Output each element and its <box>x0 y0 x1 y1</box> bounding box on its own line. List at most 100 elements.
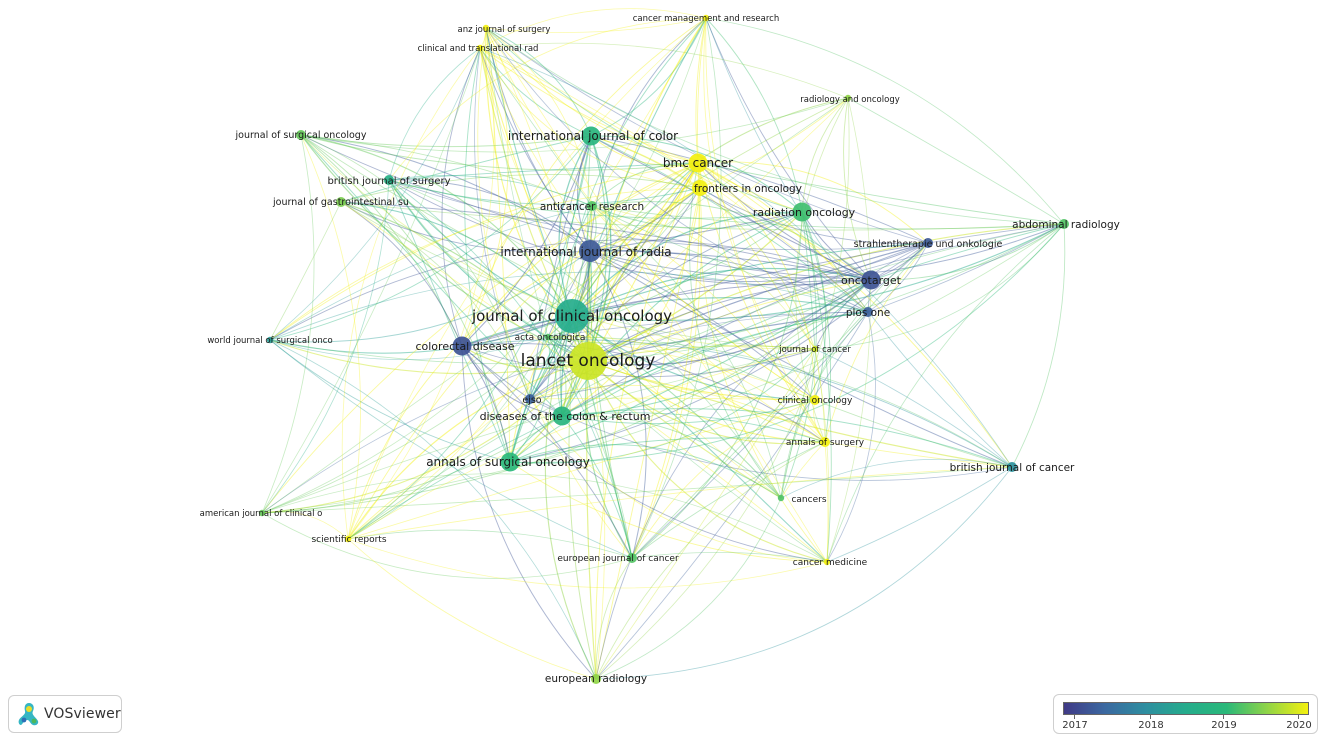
label-british-journal-of-cancer[interactable]: british journal of cancer <box>950 462 1075 474</box>
label-journal-of-surgical-oncology[interactable]: journal of surgical oncology <box>235 130 367 141</box>
label-clinical-and-translational-rad[interactable]: clinical and translational rad <box>418 44 539 54</box>
node-ejso[interactable] <box>525 394 535 404</box>
node-cancer-medicine[interactable] <box>823 558 831 566</box>
node-journal-of-surgical-oncology[interactable] <box>296 130 306 140</box>
label-radiology-and-oncology[interactable]: radiology and oncology <box>800 95 900 105</box>
edge-international-journal-of-radia-british-journal-of-cancer <box>589 250 1013 468</box>
node-annals-of-surgery[interactable] <box>820 437 830 447</box>
node-british-journal-of-surgery[interactable] <box>384 175 394 185</box>
edge-anz-journal-of-surgery-colorectal-disease <box>461 27 509 347</box>
label-plos-one[interactable]: plos one <box>846 307 890 319</box>
edge-cancer-management-and-research-british-journal-of-surgery <box>388 17 707 181</box>
edge-plos-one-american-journal-of-clinical-o <box>261 311 869 514</box>
node-american-journal-of-clinical-o[interactable] <box>258 509 266 517</box>
label-diseases-of-the-colon-rectum[interactable]: diseases of the colon & rectum <box>480 410 651 423</box>
node-world-journal-of-surgical-onco[interactable] <box>266 336 274 344</box>
edge-plos-one-strahlentherapie-und-onkologie <box>867 242 929 313</box>
edge-anz-journal-of-surgery-cancer-medicine <box>485 27 828 563</box>
edge-lancet-oncology-oncotarget <box>587 279 872 366</box>
edge-oncotarget-colorectal-disease <box>461 279 872 347</box>
label-international-journal-of-radia[interactable]: international journal of radia <box>500 245 671 259</box>
label-anticancer-research[interactable]: anticancer research <box>540 201 644 213</box>
node-european-radiology[interactable] <box>591 674 601 684</box>
label-annals-of-surgery[interactable]: annals of surgery <box>786 438 865 448</box>
edge-cancer-management-and-research-colorectal-disease <box>461 17 707 347</box>
node-lancet-oncology[interactable] <box>569 342 607 380</box>
edge-frontiers-in-oncology-diseases-of-the-colon-rectum <box>561 187 701 417</box>
label-annals-of-surgical-oncology[interactable]: annals of surgical oncology <box>426 455 590 469</box>
label-journal-of-clinical-oncology[interactable]: journal of clinical oncology <box>471 307 672 325</box>
edge-plos-one-world-journal-of-surgical-onco <box>269 271 869 341</box>
label-anz-journal-of-surgery[interactable]: anz journal of surgery <box>458 25 551 35</box>
label-journal-of-gastrointestinal-su[interactable]: journal of gastrointestinal su <box>272 197 409 208</box>
label-acta-oncologica[interactable]: acta oncologica <box>515 333 586 343</box>
edge-cancers-british-journal-of-cancer <box>780 458 1013 499</box>
node-anz-journal-of-surgery[interactable] <box>482 24 490 32</box>
edge-scientific-reports-european-radiology <box>347 538 597 680</box>
node-annals-of-surgical-oncology[interactable] <box>500 452 520 472</box>
node-anticancer-research[interactable] <box>587 201 597 211</box>
label-radiation-oncology[interactable]: radiation oncology <box>753 206 856 219</box>
node-clinical-oncology[interactable] <box>810 395 820 405</box>
label-cancer-management-and-research[interactable]: cancer management and research <box>633 14 779 24</box>
edge-international-journal-of-color-plos-one <box>590 135 869 313</box>
label-british-journal-of-surgery[interactable]: british journal of surgery <box>327 176 450 187</box>
edge-international-journal-of-radia-oncotarget <box>589 250 872 281</box>
edge-journal-of-surgical-oncology-journal-of-cancer <box>300 134 816 350</box>
edge-clinical-and-translational-rad-annals-of-surgery <box>479 47 826 443</box>
edge-lancet-oncology-frontiers-in-oncology <box>587 187 701 362</box>
node-international-journal-of-radia[interactable] <box>579 240 601 262</box>
node-cancers[interactable] <box>777 494 785 502</box>
label-ejso[interactable]: ejso <box>522 395 541 406</box>
edge-anticancer-research-scientific-reports <box>347 205 593 540</box>
label-frontiers-in-oncology[interactable]: frontiers in oncology <box>694 183 802 195</box>
edge-radiation-oncology-annals-of-surgery <box>801 211 832 443</box>
node-clinical-and-translational-rad[interactable] <box>476 44 484 52</box>
node-plos-one[interactable] <box>863 307 873 317</box>
label-colorectal-disease[interactable]: colorectal disease <box>415 340 514 353</box>
node-journal-of-clinical-oncology[interactable] <box>555 299 589 333</box>
label-cancers[interactable]: cancers <box>791 495 826 505</box>
edge-frontiers-in-oncology-british-journal-of-surgery <box>388 179 701 205</box>
label-clinical-oncology[interactable]: clinical oncology <box>778 396 853 406</box>
node-radiology-and-oncology[interactable] <box>844 94 852 102</box>
label-lancet-oncology[interactable]: lancet oncology <box>521 351 656 371</box>
node-frontiers-in-oncology[interactable] <box>692 180 708 196</box>
edge-anticancer-research-clinical-oncology <box>591 205 816 401</box>
node-diseases-of-the-colon-rectum[interactable] <box>552 406 572 426</box>
label-american-journal-of-clinical-o[interactable]: american journal of clinical o <box>200 509 323 519</box>
label-scientific-reports[interactable]: scientific reports <box>311 535 386 545</box>
label-abdominal-radiology[interactable]: abdominal radiology <box>1012 219 1120 231</box>
node-journal-of-cancer[interactable] <box>811 345 819 353</box>
label-oncotarget[interactable]: oncotarget <box>841 274 902 287</box>
edge-european-journal-of-cancer-annals-of-surgery <box>631 441 826 559</box>
label-bmc-cancer[interactable]: bmc cancer <box>663 156 733 170</box>
node-strahlentherapie-und-onkologie[interactable] <box>923 238 933 248</box>
edge-bmc-cancer-strahlentherapie-und-onkologie <box>697 161 929 244</box>
node-scientific-reports[interactable] <box>344 535 352 543</box>
label-european-journal-of-cancer[interactable]: european journal of cancer <box>557 554 679 564</box>
label-strahlentherapie-und-onkologie[interactable]: strahlentherapie und onkologie <box>854 239 1003 250</box>
label-european-radiology[interactable]: european radiology <box>545 673 647 685</box>
node-abdominal-radiology[interactable] <box>1059 219 1069 229</box>
node-bmc-cancer[interactable] <box>688 153 708 173</box>
label-journal-of-cancer[interactable]: journal of cancer <box>778 345 851 355</box>
edge-international-journal-of-color-anz-journal-of-surgery <box>485 27 592 137</box>
node-british-journal-of-cancer[interactable] <box>1007 462 1017 472</box>
node-radiation-oncology[interactable] <box>792 202 812 222</box>
node-international-journal-of-color[interactable] <box>581 126 601 146</box>
edge-colorectal-disease-annals-of-surgery <box>461 343 826 443</box>
node-colorectal-disease[interactable] <box>452 336 472 356</box>
node-european-journal-of-cancer[interactable] <box>627 553 637 563</box>
edge-ejso-british-journal-of-cancer <box>529 398 1013 481</box>
tick-label-2017: 2017 <box>1062 720 1088 731</box>
node-journal-of-gastrointestinal-su[interactable] <box>336 197 346 207</box>
node-cancer-management-and-research[interactable] <box>702 14 710 22</box>
label-world-journal-of-surgical-onco[interactable]: world journal of surgical onco <box>207 336 332 346</box>
node-acta-oncologica[interactable] <box>544 333 552 341</box>
edge-radiation-oncology-anticancer-research <box>591 205 803 230</box>
edge-radiation-oncology-clinical-oncology <box>801 211 827 401</box>
label-cancer-medicine[interactable]: cancer medicine <box>793 558 868 568</box>
label-international-journal-of-color[interactable]: international journal of color <box>508 129 678 143</box>
node-oncotarget[interactable] <box>861 270 881 290</box>
